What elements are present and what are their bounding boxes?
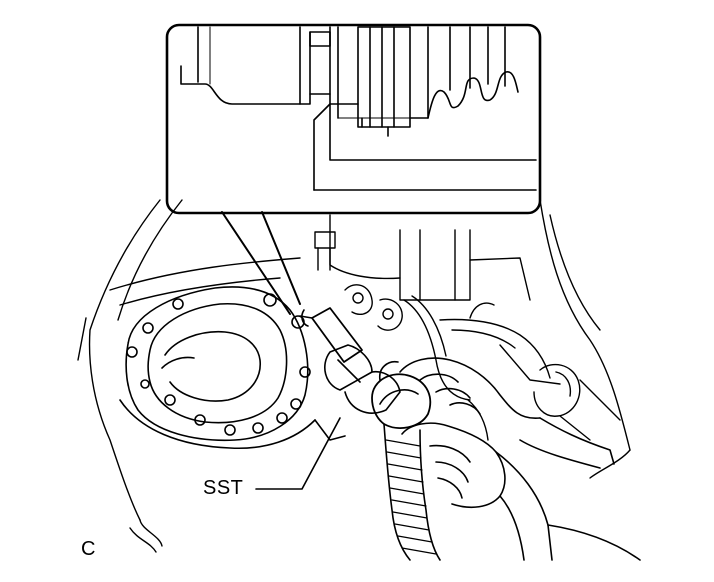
detail-inset <box>167 25 540 314</box>
vehicle-frame <box>78 200 630 552</box>
inset-pointer <box>222 212 300 314</box>
inset-shaft <box>358 27 410 127</box>
sst-leader <box>256 418 340 489</box>
sst-label: SST <box>203 477 244 499</box>
inset-bracket <box>314 104 536 190</box>
linkage-pipes <box>345 285 620 440</box>
hands <box>380 358 640 560</box>
figure-code: C <box>81 538 96 560</box>
inset-housing-left <box>181 66 358 104</box>
inset-wave <box>410 72 518 118</box>
inset-frame <box>167 25 540 213</box>
sst-tool <box>300 308 440 560</box>
transmission-case <box>120 287 345 448</box>
